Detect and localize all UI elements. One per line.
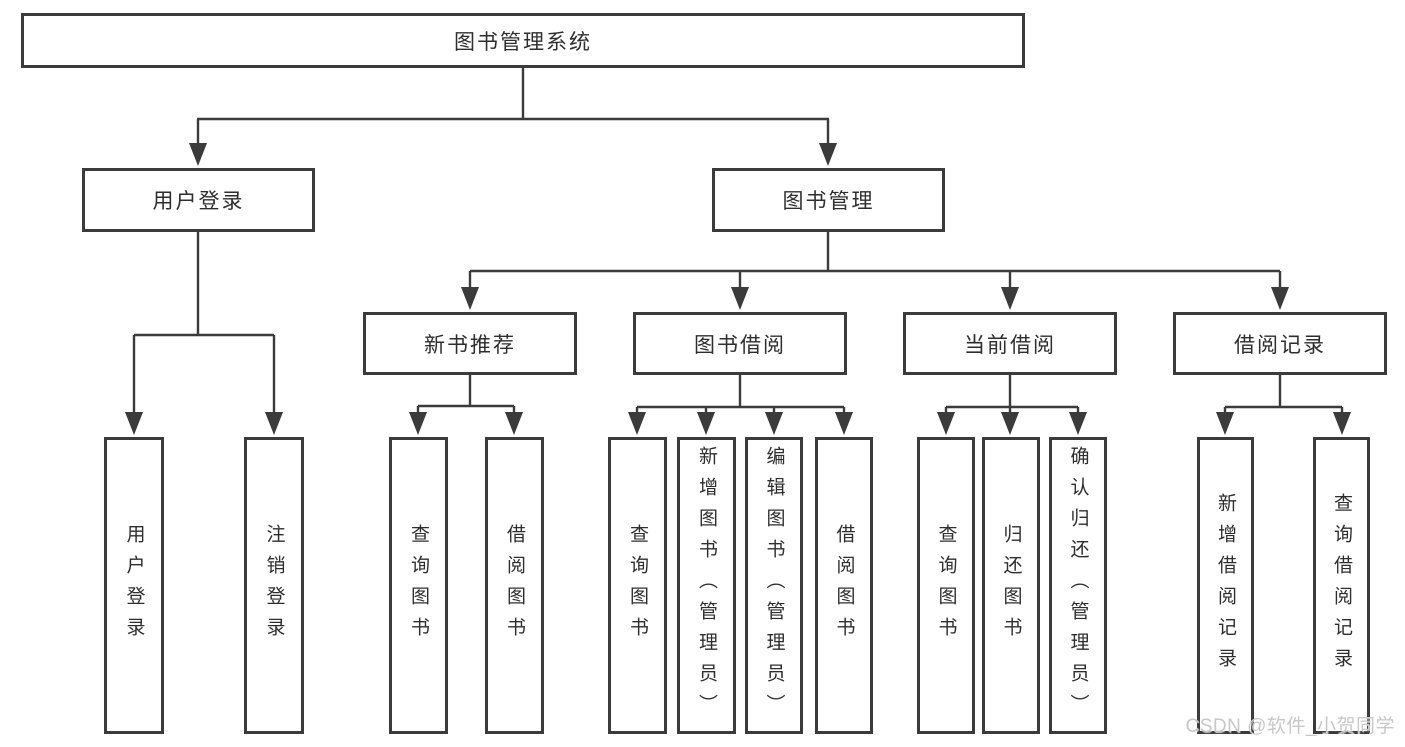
leaf-query-book-3: 查询图书 (917, 437, 975, 734)
leaf-logout: 注销登录 (244, 437, 304, 734)
leaf-query-borrow-record: 查询借阅记录 (1313, 437, 1370, 734)
leaf-label: 借阅图书 (833, 523, 855, 648)
leaf-label: 新增图书（管理员） (696, 446, 717, 725)
node-new-book-recommend: 新书推荐 (363, 312, 577, 375)
leaf-label: 查询图书 (408, 523, 429, 648)
leaf-borrow-book-2: 借阅图书 (815, 437, 873, 734)
leaf-add-borrow-record: 新增借阅记录 (1197, 437, 1254, 734)
leaf-label: 查询图书 (627, 523, 648, 648)
leaf-label: 用户登录 (123, 523, 145, 648)
leaf-label: 借阅图书 (504, 523, 525, 648)
leaf-label: 编辑图书（管理员） (763, 446, 785, 725)
leaf-label: 注销登录 (263, 523, 285, 648)
leaf-label: 确认归还（管理员） (1067, 446, 1089, 725)
node-book-management: 图书管理 (712, 168, 945, 232)
leaf-add-book-admin: 新增图书（管理员） (677, 437, 736, 734)
node-book-borrow: 图书借阅 (633, 312, 847, 375)
leaf-return-book: 归还图书 (982, 437, 1040, 734)
leaf-label: 查询借阅记录 (1331, 492, 1352, 679)
leaf-query-book-2: 查询图书 (608, 437, 667, 734)
leaf-label: 查询图书 (935, 523, 957, 648)
leaf-user-login: 用户登录 (104, 437, 164, 734)
leaf-query-book-1: 查询图书 (389, 437, 448, 734)
csdn-watermark: CSDN @软件_小贺同学 (1185, 716, 1395, 737)
leaf-confirm-return-admin: 确认归还（管理员） (1049, 437, 1107, 734)
leaf-borrow-book-1: 借阅图书 (485, 437, 544, 734)
node-current-borrow: 当前借阅 (903, 312, 1117, 375)
leaf-label: 归还图书 (1000, 523, 1022, 648)
leaf-edit-book-admin: 编辑图书（管理员） (745, 437, 803, 734)
node-user-login: 用户登录 (82, 168, 315, 232)
leaf-label: 新增借阅记录 (1215, 492, 1236, 679)
node-borrow-records: 借阅记录 (1173, 312, 1387, 375)
node-root-system: 图书管理系统 (21, 13, 1025, 68)
